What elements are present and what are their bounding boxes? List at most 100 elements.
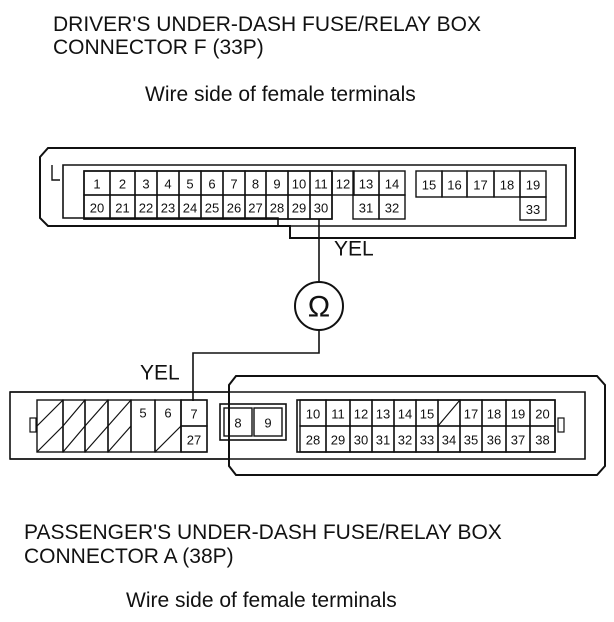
bottom-unused-hatch-a-1	[36, 399, 64, 427]
top-terminal-13-label: 13	[359, 177, 373, 192]
top-connector-title-line1: DRIVER'S UNDER-DASH FUSE/RELAY BOX	[53, 13, 481, 36]
wire-label-top: YEL	[334, 238, 374, 261]
top-terminal-3-label: 3	[142, 177, 149, 192]
top-terminal-28-label: 28	[270, 201, 284, 216]
bottom-terminal-13-label: 13	[376, 407, 390, 422]
bottom-terminal-7-label: 7	[190, 407, 197, 422]
bottom-terminal-6-label: 6	[164, 406, 171, 421]
top-terminal-31-label: 31	[359, 201, 373, 216]
bottom-unused-hatch-16	[437, 399, 461, 427]
top-terminal-block-a	[83, 170, 333, 220]
bottom-terminal-31-label: 31	[376, 433, 390, 448]
top-terminal-2-label: 2	[119, 177, 126, 192]
bottom-terminal-6-hatch	[154, 425, 182, 453]
top-terminal-11-label: 11	[314, 177, 328, 192]
top-terminal-7-label: 7	[230, 177, 237, 192]
bottom-terminal-27	[180, 425, 208, 453]
top-terminal-9-label: 9	[273, 177, 280, 192]
top-terminal-22-label: 22	[139, 201, 153, 216]
top-connector-housing	[62, 164, 567, 227]
bottom-terminal-37-label: 37	[511, 433, 525, 448]
top-connector-subtitle: Wire side of female terminals	[145, 83, 416, 106]
bottom-terminal-33-label: 33	[420, 433, 434, 448]
bottom-unused-hatch-b-4	[107, 425, 132, 453]
bottom-terminal-15-label: 15	[420, 407, 434, 422]
bottom-terminal-38-label: 38	[535, 433, 549, 448]
top-terminal-26-label: 26	[227, 201, 241, 216]
top-connector-shell	[39, 147, 576, 239]
top-terminal-5-label: 5	[186, 177, 193, 192]
bottom-terminal-32-label: 32	[398, 433, 412, 448]
bottom-terminal-30-label: 30	[354, 433, 368, 448]
bottom-terminal-14-label: 14	[398, 407, 412, 422]
bottom-terminal-18-label: 18	[487, 407, 501, 422]
bottom-terminal-9	[253, 407, 283, 437]
bottom-connector-title-line1: PASSENGER'S UNDER-DASH FUSE/RELAY BOX	[24, 521, 502, 544]
wire-circuit: Ω YEL YEL	[140, 219, 374, 401]
top-terminal-12-label: 12	[336, 177, 350, 192]
top-terminal-30-label: 30	[314, 201, 328, 216]
bottom-connector-right-tab	[557, 417, 565, 433]
bottom-terminal-20-label: 20	[535, 407, 549, 422]
top-terminal-15-label: 15	[422, 178, 436, 193]
bottom-terminal-12-label: 12	[354, 407, 368, 422]
top-terminal-20-label: 20	[90, 201, 104, 216]
top-terminal-6-label: 6	[208, 177, 215, 192]
bottom-unused-cavity-1	[36, 399, 64, 453]
bottom-unused-hatch-a-2	[62, 399, 86, 427]
bottom-terminal-9-label: 9	[264, 416, 271, 431]
bottom-terminal-17-label: 17	[464, 407, 478, 422]
top-terminal-24-label: 24	[183, 201, 197, 216]
bottom-terminal-35-label: 35	[464, 433, 478, 448]
top-terminal-1-label: 1	[93, 177, 100, 192]
wire-to-terminal-7	[192, 330, 320, 401]
bottom-connector-edge	[10, 391, 229, 460]
bottom-terminal-11-label: 11	[331, 407, 345, 422]
bottom-connector-subtitle: Wire side of female terminals	[126, 589, 397, 612]
top-connector-tab	[51, 165, 60, 181]
top-terminal-23-label: 23	[161, 201, 175, 216]
top-terminal-14-label: 14	[385, 177, 399, 192]
top-terminal-32	[378, 194, 406, 220]
top-terminal-10-label: 10	[292, 177, 306, 192]
bottom-unused-hatch-b-1	[36, 425, 64, 453]
bottom-unused-hatch-b-3	[84, 425, 109, 453]
bottom-terminal-8-label: 8	[234, 416, 241, 431]
top-terminal-16-label: 16	[447, 178, 461, 193]
bottom-terminal-27-label: 27	[187, 433, 201, 448]
bottom-terminal-38	[529, 425, 556, 453]
top-terminal-17-label: 17	[473, 178, 487, 193]
top-terminal-4-label: 4	[164, 177, 171, 192]
top-terminal-19-label: 19	[526, 178, 540, 193]
bottom-terminal-10-label: 10	[306, 407, 320, 422]
top-terminal-25-label: 25	[205, 201, 219, 216]
bottom-terminal-29-label: 29	[331, 433, 345, 448]
bottom-connector-housing	[9, 391, 586, 460]
top-terminal-32-label: 32	[385, 201, 399, 216]
top-terminal-8-label: 8	[252, 177, 259, 192]
bottom-terminal-5-label: 5	[139, 406, 146, 421]
bottom-terminal-19-label: 19	[511, 407, 525, 422]
bottom-unused-cavity-2	[62, 399, 86, 453]
bottom-unused-hatch-a-3	[84, 399, 109, 427]
top-terminal-27-label: 27	[248, 201, 262, 216]
bottom-terminal-36-label: 36	[487, 433, 501, 448]
top-terminal-21-label: 21	[115, 201, 129, 216]
ohm-symbol: Ω	[308, 291, 330, 324]
top-terminal-18-label: 18	[500, 178, 514, 193]
wire-label-bottom: YEL	[140, 362, 180, 385]
bottom-unused-cavity-3	[84, 399, 109, 453]
top-terminal-33-label: 33	[526, 202, 540, 217]
bottom-connector-title-line2: CONNECTOR A (38P)	[24, 545, 234, 568]
bottom-terminal-8	[223, 407, 253, 437]
bottom-connector-left-tab	[29, 417, 37, 433]
bottom-unused-hatch-a-4	[107, 399, 132, 427]
bottom-unused-hatch-b-2	[62, 425, 86, 453]
top-terminal-33	[519, 196, 547, 221]
top-terminal-29-label: 29	[292, 201, 306, 216]
bottom-terminal-block-8-9	[219, 403, 287, 441]
bottom-connector-shell	[228, 375, 606, 476]
